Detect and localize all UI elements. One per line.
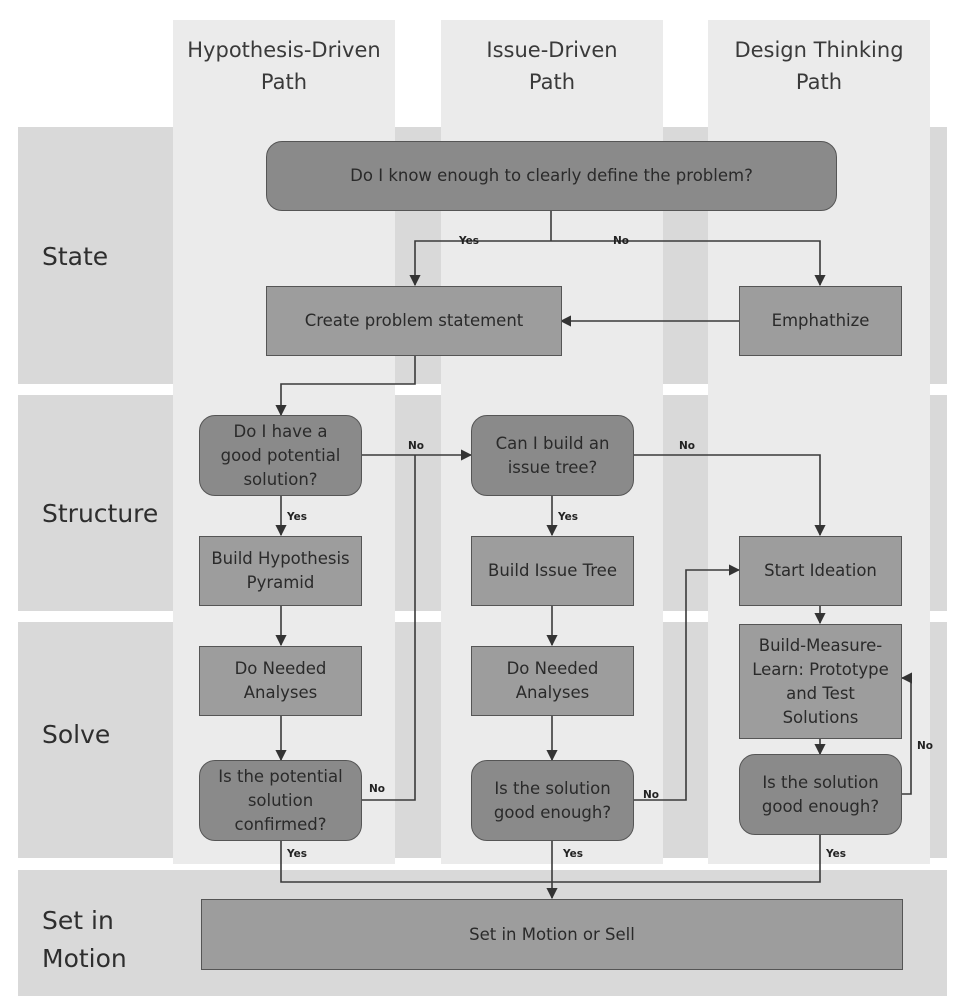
column-header-issue: Issue-Driven Path	[476, 34, 628, 98]
process-build-pyramid: Build Hypothesis Pyramid	[199, 536, 362, 606]
edge-label-yes-tree: Yes	[558, 511, 579, 523]
column-header-hypothesis-text: Hypothesis-Driven Path	[187, 38, 381, 94]
process-build-measure-learn-text: Build-Measure-Learn: Prototype and Test …	[752, 635, 889, 727]
decision-good-enough-design-text: Is the solution good enough?	[761, 772, 880, 816]
process-create-statement: Create problem statement	[266, 286, 562, 356]
row-label-state: State	[42, 242, 109, 271]
process-analyses-issue-text: Do Needed Analyses	[506, 659, 599, 702]
edge-create-good	[275, 355, 416, 417]
process-build-issue-tree: Build Issue Tree	[471, 536, 634, 606]
column-header-issue-text: Issue-Driven Path	[486, 38, 618, 94]
decision-issue-tree-text: Can I build an issue tree?	[495, 433, 610, 477]
decision-good-solution: Do I have a good potential solution?	[199, 415, 362, 496]
row-label-solve: Solve	[42, 720, 111, 749]
decision-confirmed: Is the potential solution confirmed?	[199, 760, 362, 841]
edge-label-no-confirmed: No	[369, 783, 386, 795]
process-build-pyramid-text: Build Hypothesis Pyramid	[211, 549, 350, 592]
process-emphathize: Emphathize	[739, 286, 902, 356]
decision-know-enough-text: Do I know enough to clearly define the p…	[350, 166, 753, 185]
process-build-issue-tree-text: Build Issue Tree	[488, 561, 617, 580]
edge-label-yes-good: Yes	[287, 511, 308, 523]
edge-goodi-no	[633, 564, 741, 801]
edge-label-yes-know: Yes	[459, 235, 480, 247]
row-label-set-in-motion: Set in Motion	[42, 906, 127, 973]
process-analyses-issue: Do Needed Analyses	[471, 646, 634, 716]
edge-know-no	[551, 240, 826, 287]
edge-confirmed-no	[361, 455, 416, 801]
process-set-in-motion: Set in Motion or Sell	[201, 899, 903, 970]
decision-confirmed-text: Is the potential solution confirmed?	[218, 766, 343, 834]
process-create-statement-text: Create problem statement	[304, 311, 524, 330]
decision-good-solution-text: Do I have a good potential solution?	[220, 421, 341, 489]
column-header-design: Design Thinking Path	[719, 34, 919, 98]
edge-label-yes-confirmed: Yes	[287, 848, 308, 860]
process-emphathize-text: Emphathize	[771, 311, 870, 330]
edge-label-yes-goodd: Yes	[826, 848, 847, 860]
edge-goodd-no	[900, 672, 913, 795]
process-start-ideation: Start Ideation	[739, 536, 902, 606]
edge-label-yes-goodi: Yes	[563, 848, 584, 860]
edge-label-no-goodd: No	[917, 740, 934, 752]
decision-good-enough-design: Is the solution good enough?	[739, 754, 902, 835]
edge-know-yes	[409, 240, 551, 287]
edge-tree-no	[633, 454, 826, 537]
edge-label-no-good: No	[408, 440, 425, 452]
row-label-structure: Structure	[42, 499, 159, 528]
edge-label-no-tree: No	[679, 440, 696, 452]
edge-label-no-know: No	[613, 235, 630, 247]
edge-label-no-goodi: No	[643, 789, 660, 801]
decision-issue-tree: Can I build an issue tree?	[471, 415, 634, 496]
process-analyses-hypothesis: Do Needed Analyses	[199, 646, 362, 716]
decision-good-enough-issue-text: Is the solution good enough?	[493, 778, 612, 822]
decision-know-enough: Do I know enough to clearly define the p…	[266, 141, 837, 211]
edge-confirmed-yes	[280, 840, 552, 883]
column-header-design-text: Design Thinking Path	[734, 38, 904, 94]
process-start-ideation-text: Start Ideation	[764, 561, 877, 580]
edge-goodd-yes	[552, 834, 821, 883]
process-set-in-motion-text: Set in Motion or Sell	[469, 924, 635, 944]
decision-good-enough-issue: Is the solution good enough?	[471, 760, 634, 841]
process-analyses-hypothesis-text: Do Needed Analyses	[234, 659, 327, 702]
column-header-hypothesis: Hypothesis-Driven Path	[173, 34, 395, 98]
process-build-measure-learn: Build-Measure-Learn: Prototype and Test …	[739, 624, 902, 739]
